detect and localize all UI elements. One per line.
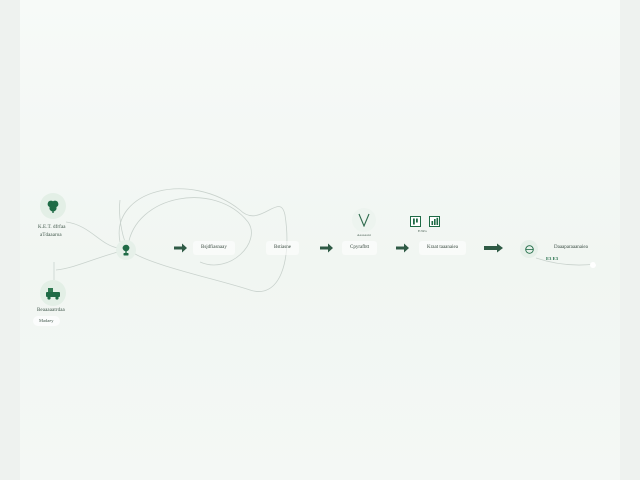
arrow-3 (396, 243, 409, 253)
wire-top-to-merge (65, 221, 119, 249)
leaf-cluster-icon (47, 200, 59, 213)
arrow-4 (484, 243, 503, 253)
v-funnel-icon (358, 213, 370, 227)
stage-3[interactable]: Cpyrafbtt (342, 241, 378, 255)
stage-5[interactable]: Daaaparaaanaiea (554, 245, 588, 250)
stage-4-icon-caption: EJlZa (418, 229, 427, 233)
wire-bottom-to-merge (55, 251, 119, 271)
machine-icon (46, 288, 60, 300)
input-node-bottom[interactable] (40, 280, 66, 306)
ledger-icon (410, 216, 421, 227)
stage-4[interactable]: Kraat taaanaiea (419, 241, 466, 255)
arrow-2 (320, 243, 333, 253)
input-node-top[interactable] (40, 193, 66, 219)
bar-chart-icon (429, 216, 440, 227)
globe-icon (524, 244, 534, 254)
end-node[interactable] (520, 240, 538, 258)
wire-stub (119, 199, 127, 245)
stage-2[interactable]: Bstiasne (266, 241, 299, 255)
input-top-label-1: K.E.T. dfrfaa (38, 225, 66, 230)
wire-loop-large (118, 188, 288, 292)
stage-3-icon-node (352, 208, 376, 232)
wire-loop-small (127, 197, 252, 266)
arrow-1 (174, 243, 187, 253)
input-bottom-label-2: Madaey (33, 316, 60, 326)
stage-3-icon-caption: Aeaaaant (357, 233, 371, 237)
stage-1[interactable]: Bsjdfiasnaay (193, 241, 235, 255)
plant-icon (122, 244, 130, 256)
input-top-label-2: aTdaaaroa (40, 233, 62, 238)
merge-node[interactable] (116, 240, 136, 260)
end-node-caption: E3 E3 (546, 256, 559, 261)
input-bottom-label-1: Beaaaaatrdaa (37, 308, 65, 313)
end-dot (590, 262, 596, 268)
wire-end-tail (535, 257, 597, 266)
